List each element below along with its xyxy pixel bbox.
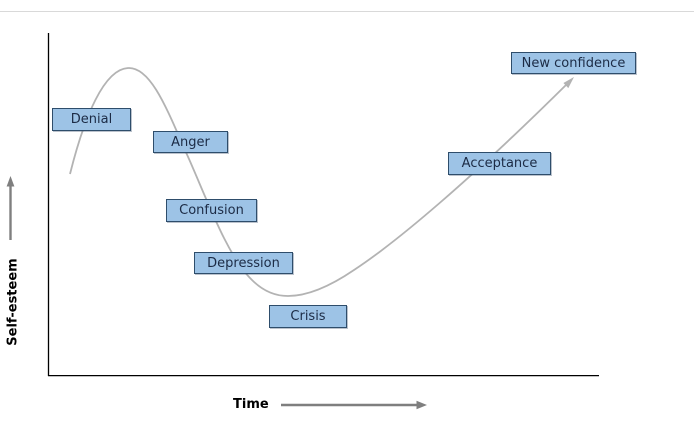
stage-box-new-confidence: New confidence [511, 52, 636, 74]
change-curve-line [69, 67, 568, 297]
stage-box-acceptance: Acceptance [448, 152, 551, 175]
self-esteem-arrow-icon [6, 176, 15, 240]
stage-box-depression: Depression [194, 252, 293, 274]
x-axis-label: Time [233, 397, 269, 412]
time-arrow-icon [281, 400, 427, 410]
stage-box-anger: Anger [153, 131, 228, 153]
stage-box-confusion: Confusion [166, 199, 257, 222]
y-axis-label: Self-esteem [5, 258, 21, 346]
curve-arrowhead-icon [563, 77, 574, 89]
stage-box-crisis: Crisis [269, 305, 347, 328]
stage-box-denial: Denial [52, 108, 131, 131]
